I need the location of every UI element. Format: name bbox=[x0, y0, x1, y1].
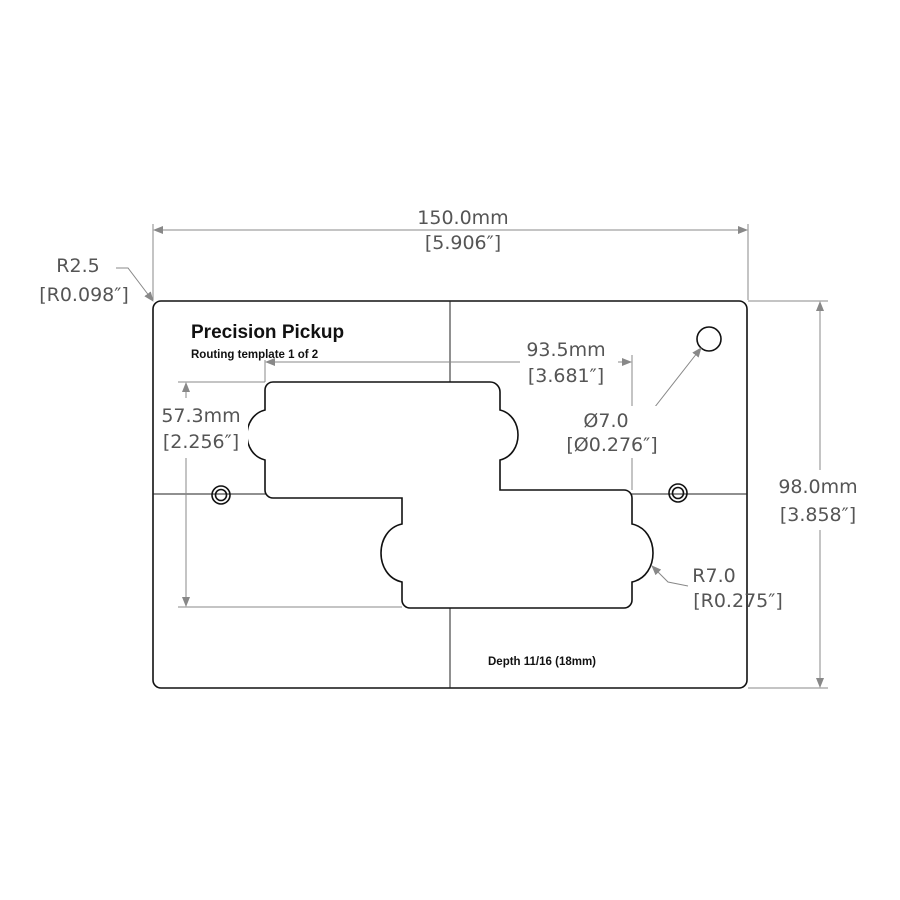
left-screw-hole bbox=[211, 485, 231, 505]
pickup-cavity-outline bbox=[246, 381, 654, 609]
right-screw-hole bbox=[668, 483, 688, 503]
pickup-height-mm-label: 57.3mm bbox=[161, 405, 240, 427]
end-radius-mm-label: R7.0 bbox=[692, 565, 735, 587]
hole-dia-mm-label: Ø7.0 bbox=[583, 410, 628, 432]
template-subtitle: Routing template 1 of 2 bbox=[191, 349, 318, 361]
corner-radius-callout: R2.5 [R0.098″] bbox=[39, 255, 154, 306]
corner-radius-in-label: [R0.098″] bbox=[39, 284, 129, 306]
end-radius-callout: R7.0 [R0.275″] bbox=[651, 565, 783, 612]
width-dimension: 150.0mm [5.906″] bbox=[152, 207, 749, 300]
height-dimension: 98.0mm [3.858″] bbox=[748, 300, 868, 689]
template-title: Precision Pickup bbox=[191, 322, 344, 343]
hole-diameter-callout: Ø7.0 [Ø0.276″] bbox=[556, 347, 702, 458]
height-in-label: [3.858″] bbox=[780, 504, 856, 526]
pickup-height-dimension: 57.3mm [2.256″] bbox=[156, 381, 402, 608]
corner-radius-mm-label: R2.5 bbox=[56, 255, 99, 277]
width-mm-label: 150.0mm bbox=[417, 207, 508, 229]
height-mm-label: 98.0mm bbox=[778, 476, 857, 498]
width-in-label: [5.906″] bbox=[425, 232, 501, 254]
pickup-span-mm-label: 93.5mm bbox=[526, 339, 605, 361]
alignment-hole bbox=[696, 326, 722, 352]
pickup-span-in-label: [3.681″] bbox=[528, 365, 604, 387]
pickup-span-dimension: 93.5mm [3.681″] bbox=[264, 338, 633, 490]
hole-dia-in-label: [Ø0.276″] bbox=[566, 434, 657, 456]
pickup-height-in-label: [2.256″] bbox=[163, 431, 239, 453]
depth-label: Depth 11/16 (18mm) bbox=[488, 656, 596, 668]
end-radius-in-label: [R0.275″] bbox=[693, 590, 783, 612]
